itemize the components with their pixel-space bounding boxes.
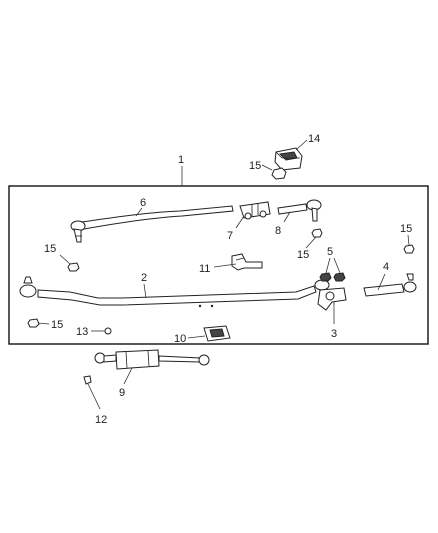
part-13-washer — [104, 327, 112, 335]
part-7-clamp — [239, 201, 271, 220]
part-14-bushing — [274, 147, 303, 171]
callout-13: 13 — [76, 326, 88, 338]
leader-4 — [377, 273, 386, 291]
callout-11: 11 — [199, 263, 210, 275]
leader-2 — [143, 283, 147, 299]
callout-3: 3 — [331, 328, 337, 340]
callout-6: 6 — [140, 197, 146, 209]
part-9-steering-damper — [94, 349, 210, 370]
part-5-nuts — [319, 272, 346, 282]
callout-15-right: 15 — [400, 223, 412, 235]
callout-15-mid: 15 — [297, 249, 309, 261]
leader-15e — [37, 322, 50, 325]
callout-15-top: 15 — [249, 160, 261, 172]
callout-8: 8 — [275, 225, 281, 237]
part-15-nut-bottom-left — [27, 318, 40, 328]
part-6-tie-rod — [70, 205, 234, 243]
leader-5b — [333, 257, 341, 274]
leader-8 — [283, 211, 291, 223]
leader-15a — [261, 164, 273, 171]
callout-12: 12 — [95, 414, 107, 426]
leader-14 — [295, 139, 308, 151]
leader-15d — [407, 234, 410, 246]
leader-6 — [135, 207, 143, 217]
leader-10 — [187, 335, 206, 339]
part-15-nut-right — [403, 244, 415, 254]
callout-15-bottom-left: 15 — [51, 319, 63, 331]
leader-9 — [123, 367, 133, 385]
leader-5a — [325, 257, 331, 274]
leader-7 — [235, 215, 245, 229]
part-8-tie-rod-end — [277, 199, 322, 222]
part-15-nut-top — [271, 167, 287, 180]
leader-11 — [213, 263, 237, 268]
callout-2: 2 — [141, 272, 147, 284]
part-12-bolt — [83, 375, 92, 385]
part-11-bracket — [231, 253, 263, 271]
assembly-box — [8, 185, 429, 345]
part-15-nut-left — [67, 262, 80, 272]
callout-15-left: 15 — [44, 243, 56, 255]
leader-15c — [59, 254, 71, 265]
part-10-clamp — [203, 325, 231, 342]
part-3-adjuster — [317, 287, 347, 311]
callout-10: 10 — [174, 333, 186, 345]
leader-12 — [87, 383, 101, 410]
callout-4: 4 — [383, 261, 389, 273]
callout-7: 7 — [227, 230, 233, 242]
callout-14: 14 — [308, 133, 320, 145]
part-15-nut-mid — [311, 228, 323, 238]
part-2-drag-link — [19, 276, 330, 308]
callout-9: 9 — [119, 387, 125, 399]
part-4-tie-rod-end — [363, 273, 417, 297]
callout-1: 1 — [178, 154, 184, 166]
callout-5: 5 — [327, 246, 333, 258]
leader-15b — [305, 236, 317, 249]
